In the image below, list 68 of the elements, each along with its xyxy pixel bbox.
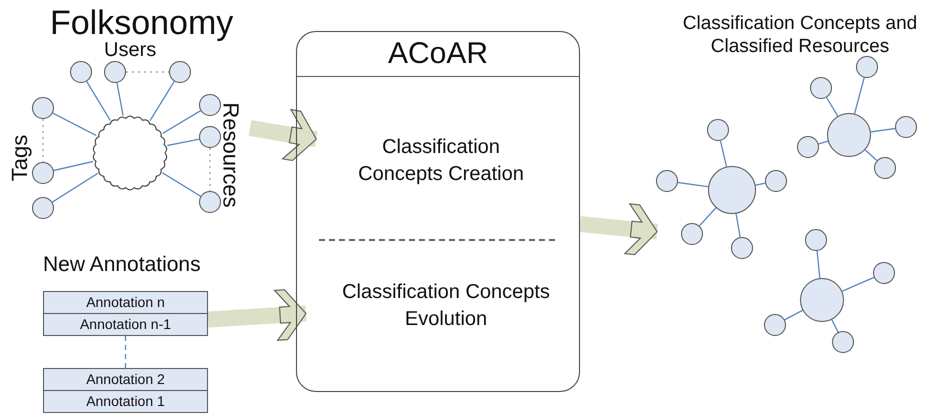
connector-line	[678, 182, 708, 188]
connector-line	[52, 172, 98, 203]
circle-node	[873, 262, 895, 284]
connector-line	[149, 81, 175, 122]
dotted-line	[124, 336, 126, 368]
circle-node	[681, 223, 703, 245]
heading: Folksonomy	[50, 4, 234, 42]
hub-circle	[827, 113, 871, 157]
annotation-row: Annotation 1	[43, 390, 208, 413]
circle-node	[874, 157, 896, 179]
circle-node	[856, 56, 878, 78]
circle-node	[895, 116, 917, 138]
connector-line	[698, 207, 716, 226]
group-label: Resources	[217, 102, 244, 208]
group-label: Tags	[7, 134, 34, 182]
connector-line	[167, 138, 200, 146]
connector-line	[816, 250, 820, 278]
dotted-line	[126, 71, 169, 73]
connector-line	[826, 97, 838, 116]
dotted-line	[42, 119, 44, 162]
connector-line	[870, 128, 896, 132]
connector-line	[854, 77, 865, 114]
circle-node	[805, 229, 827, 251]
circle-node	[104, 61, 126, 83]
annotation-row: Annotation n	[43, 291, 208, 314]
circle-node	[32, 197, 54, 219]
circle-node	[70, 61, 92, 83]
connector-line	[86, 81, 111, 121]
circle-node	[656, 170, 678, 192]
connector-line	[720, 140, 728, 167]
process-label: Classification Concepts Evolution	[331, 276, 561, 336]
circle-node	[797, 136, 819, 158]
connector-line	[784, 310, 803, 320]
circle-node	[707, 119, 729, 141]
circle-node	[199, 94, 221, 116]
annotation-row: Annotation n-1	[43, 313, 208, 336]
connector-line	[736, 214, 741, 238]
connector-line	[162, 110, 201, 134]
connector-line	[52, 112, 96, 136]
box-title: ACoAR	[386, 36, 490, 72]
annotation-row: Annotation 2	[43, 368, 208, 391]
connector-line	[54, 160, 94, 172]
circle-node	[199, 126, 221, 148]
process-box	[296, 31, 580, 392]
circle-node	[32, 162, 54, 184]
circle-node	[765, 170, 787, 192]
circle-node	[731, 237, 753, 259]
heading: New Annotations	[43, 252, 201, 277]
connector-line	[755, 182, 766, 186]
hub-circle	[708, 166, 756, 214]
heading: Classification Concepts and Classified Resources	[682, 12, 918, 58]
cloud-shape	[92, 115, 168, 191]
circle-node	[832, 331, 854, 353]
circle-node	[764, 314, 786, 336]
connector-line	[831, 319, 839, 332]
connector-line	[818, 140, 828, 144]
circle-node	[199, 191, 221, 213]
connector-line	[162, 172, 201, 197]
dotted-line	[209, 148, 211, 191]
group-label: Users	[104, 39, 156, 62]
process-label: Classification Concepts Creation	[341, 131, 541, 191]
hub-circle	[800, 278, 844, 322]
circle-node	[169, 61, 191, 83]
connector-line	[842, 276, 874, 292]
connector-line	[116, 82, 124, 116]
circle-node	[810, 77, 832, 99]
connector-line	[864, 149, 878, 162]
circle-node	[32, 97, 54, 119]
